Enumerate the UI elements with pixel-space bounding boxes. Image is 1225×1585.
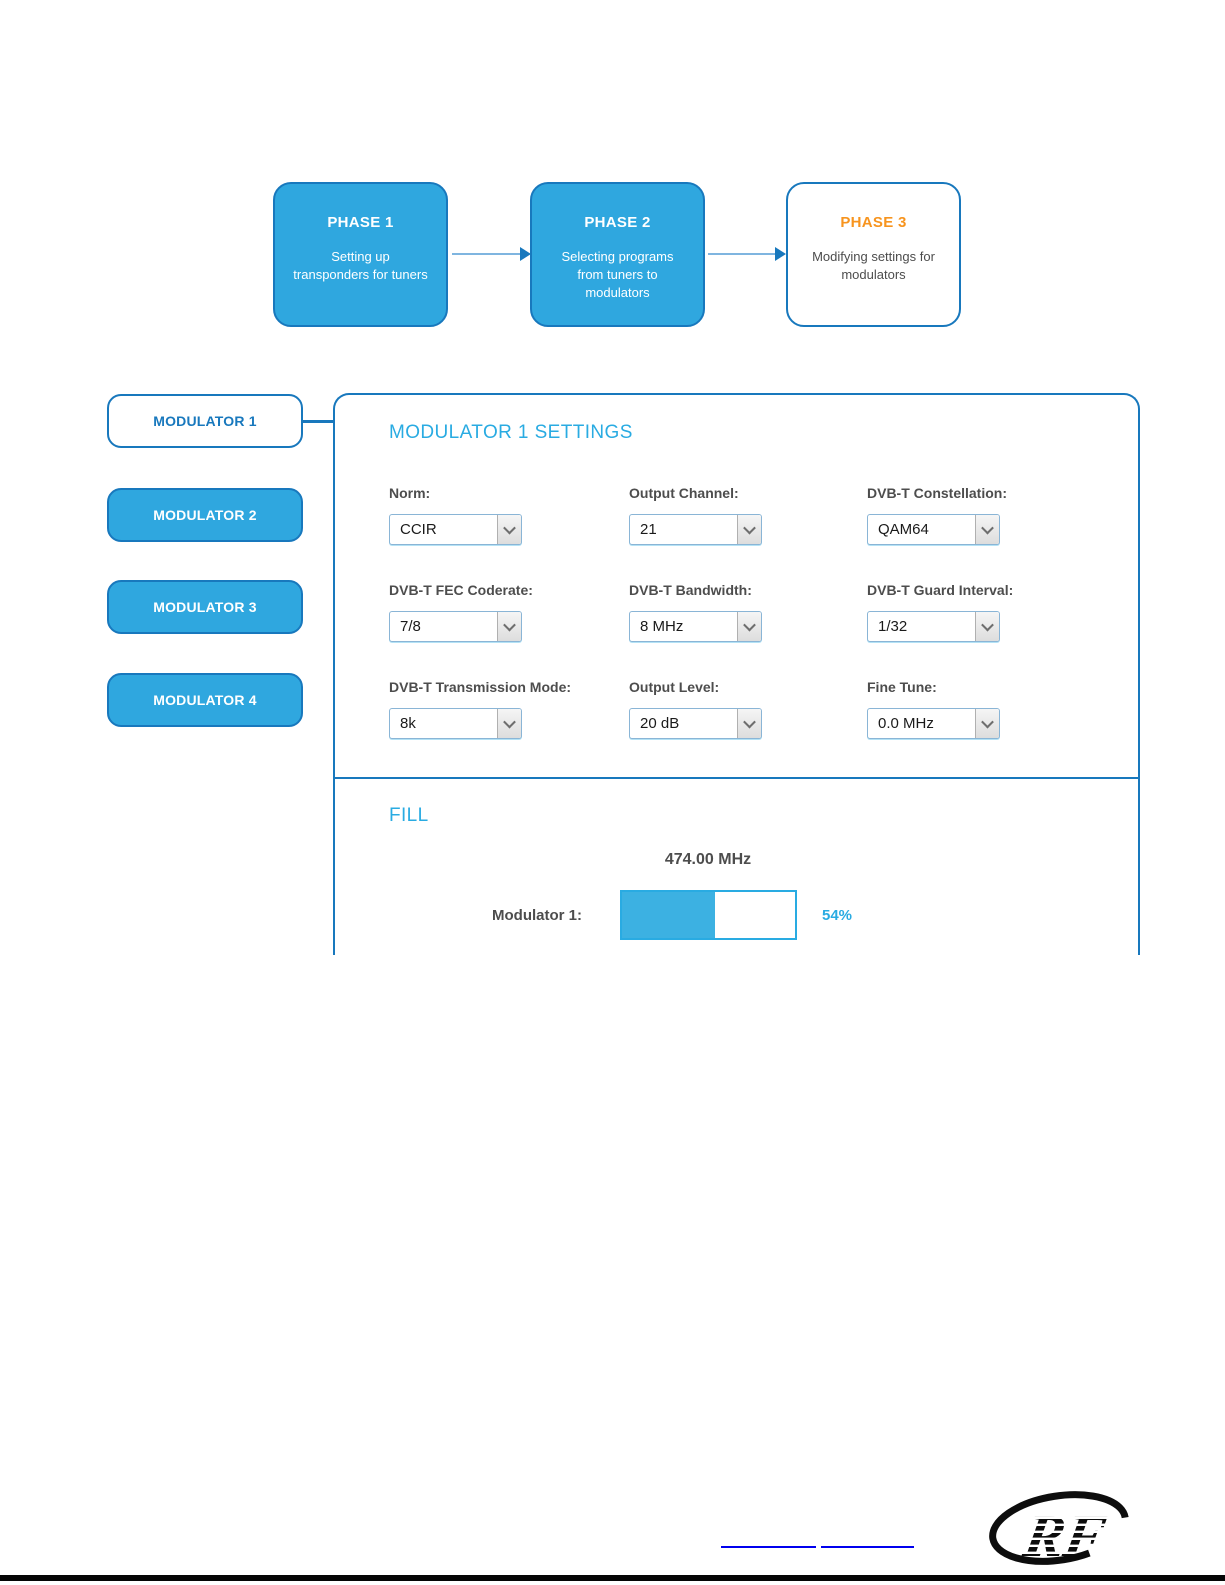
chevron-down-icon	[975, 612, 999, 641]
dvbt-bandwidth-select[interactable]: 8 MHz	[629, 611, 762, 642]
fine-tune-select-value: 0.0 MHz	[878, 715, 934, 732]
phase-3-title: PHASE 3	[840, 214, 907, 231]
output-level-label: Output Level:	[629, 679, 720, 695]
dvbt-guard-interval-label: DVB-T Guard Interval:	[867, 582, 1014, 598]
modulator-settings-panel: MODULATOR 1 SETTINGS Norm: CCIR Output C…	[333, 393, 1140, 955]
output-level-select[interactable]: 20 dB	[629, 708, 762, 739]
dvbt-guard-interval-select-value: 1/32	[878, 618, 908, 635]
output-channel-label: Output Channel:	[629, 485, 739, 501]
chevron-down-icon	[737, 612, 761, 641]
tab-modulator-1[interactable]: MODULATOR 1	[107, 394, 303, 448]
norm-select-value: CCIR	[400, 521, 437, 538]
dvbt-fec-coderate-select[interactable]: 7/8	[389, 611, 522, 642]
fill-percent-text: 54%	[822, 907, 853, 924]
dvbt-constellation-select-value: QAM64	[878, 521, 929, 538]
phase-1-description: Setting up transponders for tuners	[293, 249, 428, 282]
phase-2-description: Selecting programs from tuners to modula…	[561, 249, 674, 300]
dvbt-constellation-select[interactable]: QAM64	[867, 514, 1000, 545]
dvbt-constellation-label: DVB-T Constellation:	[867, 485, 1007, 501]
phase-1-box: PHASE 1 Setting up transponders for tune…	[273, 182, 448, 327]
chevron-down-icon	[497, 612, 521, 641]
phase-1-title: PHASE 1	[327, 214, 394, 231]
svg-text:RF: RF	[1018, 1503, 1111, 1569]
dvbt-fec-coderate-label: DVB-T FEC Coderate:	[389, 582, 533, 598]
output-level-select-value: 20 dB	[640, 715, 680, 732]
output-channel-select-value: 21	[640, 521, 657, 538]
chevron-down-icon	[497, 709, 521, 738]
chevron-down-icon	[737, 515, 761, 544]
dvbt-transmission-mode-select[interactable]: 8k	[389, 708, 522, 739]
fill-section-title: FILL	[389, 805, 429, 826]
fill-progress-bar	[620, 890, 797, 940]
fill-bar-label: Modulator 1:	[492, 907, 582, 924]
phase-2-title: PHASE 2	[584, 214, 651, 231]
chevron-down-icon	[737, 709, 761, 738]
tab-modulator-4[interactable]: MODULATOR 4	[107, 673, 303, 727]
dvbt-transmission-mode-select-value: 8k	[400, 715, 416, 732]
dvbt-fec-coderate-select-value: 7/8	[400, 618, 421, 635]
dvbt-guard-interval-select[interactable]: 1/32	[867, 611, 1000, 642]
chevron-down-icon	[975, 709, 999, 738]
phase-arrow-icon	[520, 247, 531, 261]
tab-modulator-4-label: MODULATOR 4	[153, 692, 257, 708]
tab-modulator-2-label: MODULATOR 2	[153, 507, 257, 523]
tab-modulator-2[interactable]: MODULATOR 2	[107, 488, 303, 542]
page-footer-rule	[0, 1575, 1225, 1581]
tab-panel-connector	[303, 420, 333, 423]
phase-3-description: Modifying settings for modulators	[812, 249, 935, 282]
phase-3-box: PHASE 3 Modifying settings for modulator…	[786, 182, 961, 327]
output-channel-select[interactable]: 21	[629, 514, 762, 545]
chevron-down-icon	[497, 515, 521, 544]
norm-label: Norm:	[389, 485, 431, 501]
phase-arrow-icon	[775, 247, 786, 261]
section-divider	[335, 777, 1138, 779]
phase-2-box: PHASE 2 Selecting programs from tuners t…	[530, 182, 705, 327]
fine-tune-select[interactable]: 0.0 MHz	[867, 708, 1000, 739]
norm-select[interactable]: CCIR	[389, 514, 522, 545]
dvbt-bandwidth-select-value: 8 MHz	[640, 618, 684, 635]
footer-link-underline-2[interactable]	[821, 1546, 914, 1548]
tab-modulator-3-label: MODULATOR 3	[153, 599, 257, 615]
footer-link-underline-1[interactable]	[721, 1546, 816, 1548]
settings-panel-title: MODULATOR 1 SETTINGS	[389, 422, 633, 443]
chevron-down-icon	[975, 515, 999, 544]
tab-modulator-1-label: MODULATOR 1	[153, 413, 257, 429]
rf-logo: RF	[989, 1491, 1129, 1569]
dvbt-bandwidth-label: DVB-T Bandwidth:	[629, 582, 752, 598]
fill-progress-value	[622, 892, 716, 938]
fine-tune-label: Fine Tune:	[867, 679, 937, 695]
phase-arrow-line	[708, 253, 776, 255]
dvbt-transmission-mode-label: DVB-T Transmission Mode:	[389, 679, 572, 695]
tab-modulator-3[interactable]: MODULATOR 3	[107, 580, 303, 634]
frequency-label: 474.00 MHz	[664, 851, 752, 868]
phase-arrow-line	[452, 253, 522, 255]
